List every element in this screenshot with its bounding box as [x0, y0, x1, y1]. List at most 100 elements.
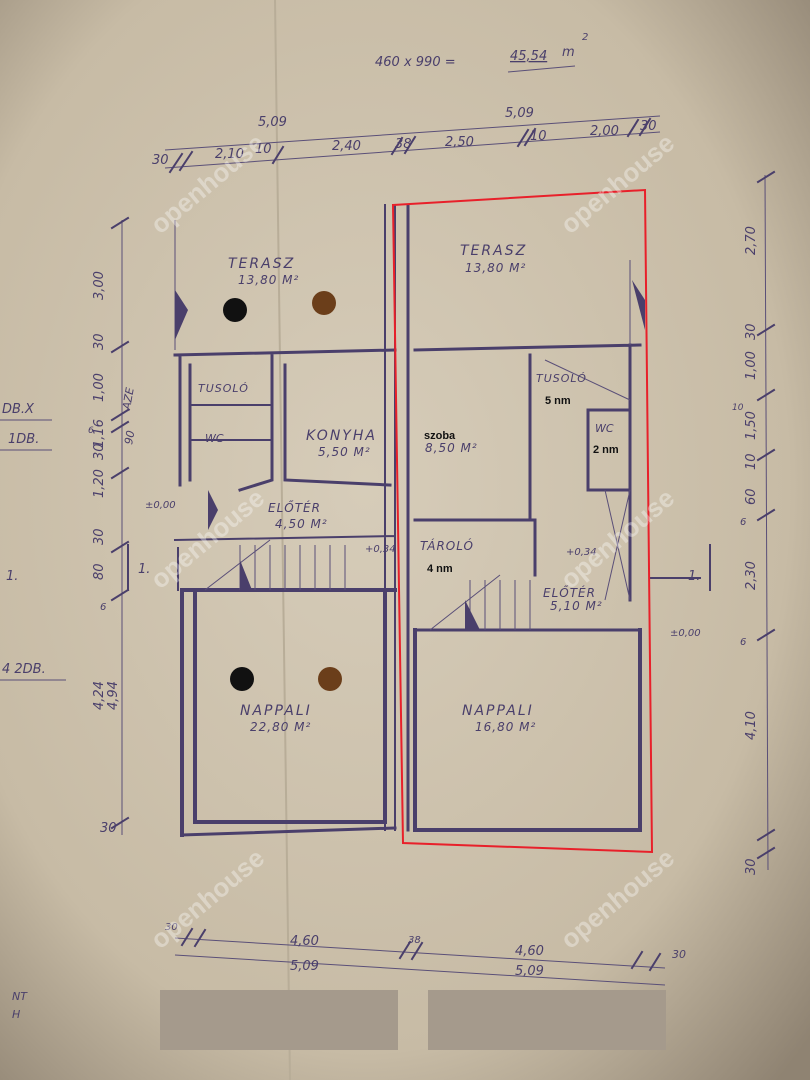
svg-text:4,94: 4,94: [106, 681, 121, 710]
svg-text:TUSOLÓ: TUSOLÓ: [536, 372, 587, 385]
svg-text:NAPPALI: NAPPALI: [462, 703, 534, 719]
svg-text:4,60: 4,60: [290, 934, 319, 949]
svg-text:2: 2: [582, 32, 588, 43]
svg-text:ELŐTÉR: ELŐTÉR: [268, 500, 321, 515]
svg-text:13,80 M²: 13,80 M²: [465, 261, 526, 275]
svg-text:1DB.: 1DB.: [8, 432, 39, 447]
svg-text:1,20: 1,20: [92, 469, 107, 498]
left-unit-labels: TERASZ 13,80 M² TUSOLÓ WC KONYHA 5,50 M²…: [198, 256, 377, 734]
svg-text:1,16: 1,16: [92, 419, 107, 448]
svg-text:460 x 990 =: 460 x 990 =: [375, 55, 456, 70]
punch-hole: [223, 298, 247, 322]
svg-text:TERASZ: TERASZ: [460, 243, 527, 259]
svg-text:22,80 M²: 22,80 M²: [250, 720, 311, 734]
svg-text:2,30: 2,30: [744, 561, 759, 590]
punch-hole: [312, 291, 336, 315]
svg-text:2 nm: 2 nm: [593, 444, 619, 456]
svg-text:30: 30: [152, 153, 169, 168]
left-unit-plan: [173, 204, 397, 837]
svg-text:KONYHA: KONYHA: [306, 428, 377, 444]
svg-text:szoba: szoba: [424, 430, 456, 442]
svg-text:1.: 1.: [138, 562, 150, 577]
svg-text:6: 6: [88, 426, 94, 436]
svg-text:1,00: 1,00: [92, 373, 107, 402]
highlight-outline: [391, 188, 654, 854]
svg-text:5,10 M²: 5,10 M²: [550, 599, 603, 613]
svg-text:30: 30: [92, 528, 107, 545]
svg-text:+0,34: +0,34: [365, 544, 396, 555]
svg-text:WC: WC: [205, 432, 224, 445]
svg-text:1,00: 1,00: [744, 351, 759, 380]
punch-hole: [230, 667, 254, 691]
svg-text:+0,34: +0,34: [566, 547, 597, 558]
right-dimension-chain: 2,70 30 1,00 10 1,50 10 60 6 2,30 6 4,10…: [732, 170, 776, 875]
svg-text:4,10: 4,10: [744, 711, 759, 740]
svg-text:6: 6: [100, 602, 106, 613]
svg-text:TERASZ: TERASZ: [228, 256, 295, 272]
svg-text:1.: 1.: [6, 569, 18, 584]
svg-text:5,09: 5,09: [515, 964, 544, 979]
svg-text:2,00: 2,00: [590, 124, 619, 139]
svg-text:10: 10: [744, 453, 759, 470]
svg-text:5,09: 5,09: [505, 106, 534, 121]
svg-text:2,40: 2,40: [332, 139, 361, 154]
svg-text:1,50: 1,50: [744, 411, 759, 440]
svg-text:WC: WC: [595, 422, 614, 435]
svg-text:5,09: 5,09: [258, 115, 287, 130]
svg-text:4,24: 4,24: [92, 681, 107, 710]
svg-text:m: m: [562, 45, 575, 60]
svg-text:30: 30: [165, 922, 178, 933]
svg-text:8,50 M²: 8,50 M²: [425, 441, 478, 455]
svg-text:16,80 M²: 16,80 M²: [475, 720, 536, 734]
svg-text:ELŐTÉR: ELŐTÉR: [543, 585, 596, 600]
svg-text:NT: NT: [12, 990, 28, 1003]
svg-text:TÁROLÓ: TÁROLÓ: [420, 538, 474, 553]
svg-text:38: 38: [408, 935, 421, 946]
svg-text:4,50 M²: 4,50 M²: [275, 517, 328, 531]
svg-text:H: H: [12, 1008, 20, 1021]
svg-text:NAPPALI: NAPPALI: [240, 703, 312, 719]
svg-text:45,54: 45,54: [510, 49, 547, 64]
svg-text:6: 6: [740, 637, 746, 648]
svg-text:6: 6: [740, 517, 746, 528]
svg-text:4,60: 4,60: [515, 944, 544, 959]
redacted-area: [160, 990, 398, 1050]
svg-text:5,09: 5,09: [290, 959, 319, 974]
svg-text:30: 30: [744, 858, 759, 875]
buyer-annotations: szoba 5 nm 2 nm 4 nm: [424, 395, 619, 575]
svg-text:10: 10: [732, 403, 744, 413]
svg-text:2,70: 2,70: [744, 226, 759, 255]
svg-text:30: 30: [744, 323, 759, 340]
right-unit-plan: [406, 203, 645, 832]
area-calculation: 460 x 990 = 45,54 m 2: [375, 32, 588, 73]
svg-text:TUSOLÓ: TUSOLÓ: [198, 382, 249, 395]
svg-text:2,10: 2,10: [215, 147, 244, 162]
svg-text:3,00: 3,00: [92, 271, 107, 300]
svg-text:AZE: AZE: [120, 387, 137, 412]
bottom-dimension-chain: 4,60 5,09 4,60 5,09 30 38 30: [165, 922, 686, 986]
svg-text:30: 30: [92, 443, 107, 460]
punch-hole: [318, 667, 342, 691]
svg-text:±0,00: ±0,00: [145, 500, 176, 511]
svg-text:30: 30: [672, 948, 686, 961]
svg-text:4 2DB.: 4 2DB.: [2, 662, 46, 677]
svg-text:10: 10: [530, 129, 547, 144]
svg-text:10: 10: [255, 142, 272, 157]
right-unit-labels: TERASZ 13,80 M² TUSOLÓ WC 8,50 M² TÁROLÓ…: [420, 243, 614, 734]
svg-text:DB.X: DB.X: [2, 402, 35, 417]
level-marks: ±0,00 +0,34 +0,34 ±0,00 1. 1.: [127, 500, 711, 639]
redacted-area: [428, 990, 666, 1050]
svg-text:30: 30: [92, 333, 107, 350]
svg-text:5,50 M²: 5,50 M²: [318, 445, 371, 459]
svg-text:90: 90: [122, 429, 137, 445]
top-dimension-chain: 5,09 5,09 30 2,10 10 2,40 38 2,50 10 2,0…: [152, 106, 661, 174]
svg-text:13,80 M²: 13,80 M²: [238, 273, 299, 287]
left-margin-notes: DB.X 1DB. 4 2DB. 1. NT H: [0, 402, 66, 1021]
svg-text:2,50: 2,50: [445, 135, 474, 150]
svg-text:5 nm: 5 nm: [545, 395, 571, 407]
svg-text:±0,00: ±0,00: [670, 628, 701, 639]
svg-text:30: 30: [100, 821, 117, 836]
left-dimension-chain: 3,00 30 1,00 6 1,16 1,20 30 30 80 6 4,24…: [88, 216, 137, 836]
